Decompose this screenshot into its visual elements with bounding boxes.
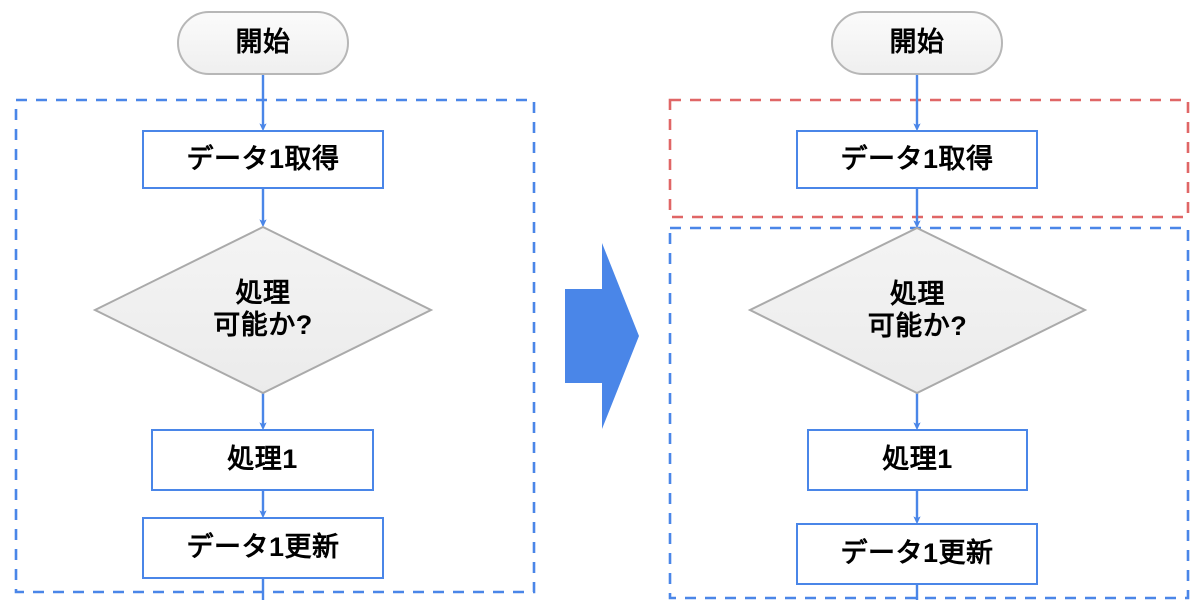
- node-update-data-1-shape[interactable]: [142, 517, 384, 579]
- group-box-before-all: [14, 98, 536, 594]
- node-start-shape[interactable]: [177, 11, 349, 75]
- panel-before: [14, 11, 536, 600]
- node-can-process-shape[interactable]: [92, 225, 434, 395]
- node-process-1-shape[interactable]: [807, 429, 1028, 491]
- node-process-1-shape[interactable]: [151, 429, 374, 491]
- node-can-process-shape[interactable]: [747, 226, 1088, 395]
- group-box-after-process: [668, 226, 1190, 600]
- node-update-data-1-shape[interactable]: [796, 523, 1038, 585]
- node-get-data-1-shape[interactable]: [142, 130, 384, 189]
- panel-after: [668, 11, 1190, 600]
- node-get-data-1-shape[interactable]: [796, 130, 1038, 189]
- node-start-shape[interactable]: [831, 11, 1003, 75]
- transform-arrow-icon: [565, 243, 639, 429]
